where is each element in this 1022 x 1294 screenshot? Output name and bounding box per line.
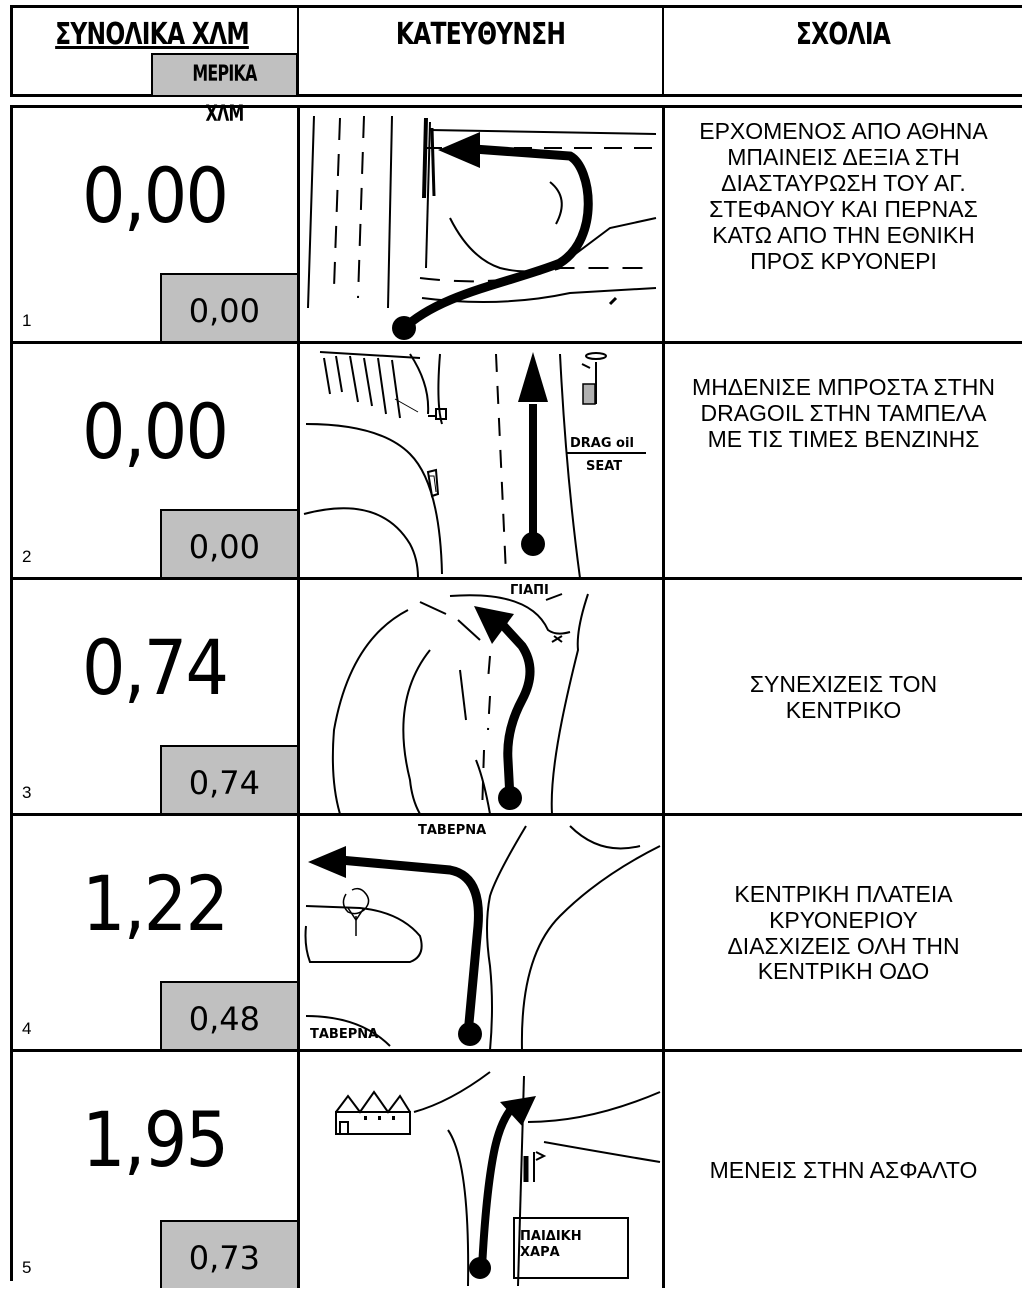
tulip-diagram [307, 115, 657, 340]
tulip-diagram: ΤΑΒΕΡΝΑ ΤΑΒΕΡΝΑ [304, 823, 661, 1049]
direction-diagram [297, 108, 662, 341]
comment-cell: ΜΕΝΕΙΣ ΣΤΗΝ ΑΣΦΑΛΤΟ [662, 1052, 1022, 1288]
row-index: 2 [22, 547, 32, 566]
direction-diagram: ΓΙΑΠΙ [297, 580, 662, 813]
comment-cell: ΣΥΝΕΧΙΖΕΙΣ ΤΟΝ ΚΕΝΤΡΙΚΟ [662, 580, 1022, 813]
map-label: ΤΑΒΕΡΝΑ [418, 823, 486, 838]
partial-km-value: 0,48 [160, 981, 300, 1049]
row-index: 5 [22, 1258, 32, 1277]
distance-cell: 1,95 0,73 5 [13, 1052, 300, 1288]
partial-km-value: 0,00 [160, 509, 300, 577]
total-km-value: 1,95 [82, 1095, 229, 1184]
tulip-diagram: DRAG oil SEAT [303, 351, 646, 577]
tulip-diagram: ΓΙΑΠΙ [331, 583, 589, 813]
roadbook-table: 0,00 0,00 1 [10, 105, 1022, 1288]
map-label: DRAG oil [570, 436, 634, 451]
header-direction: ΚΑΤΕΥΘΥΝΣΗ [297, 8, 662, 94]
partial-km-value: 0,00 [160, 273, 300, 341]
table-row: 0,00 0,00 2 [13, 344, 1022, 580]
total-km-value: 0,00 [82, 151, 229, 240]
comment-cell: ΜΗΔΕΝΙΣΕ ΜΠΡΟΣΤΑ ΣΤΗΝ DRAGOIL ΣΤΗΝ ΤΑΜΠΕ… [662, 344, 1022, 577]
comment-cell: ΚΕΝΤΡΙΚΗ ΠΛΑΤΕΙΑ ΚΡΥΟΝΕΡΙΟΥ ΔΙΑΣΧΙΖΕΙΣ Ο… [662, 816, 1022, 1049]
total-km-value: 0,00 [82, 387, 229, 476]
distance-cell: 0,00 0,00 1 [13, 108, 300, 341]
roadbook-header: ΣΥΝΟΛΙΚΑ ΧΛΜ ΜΕΡΙΚΑ ΧΛΜ ΚΑΤΕΥΘΥΝΣΗ ΣΧΟΛΙ… [10, 5, 1022, 127]
row-index: 3 [22, 783, 32, 802]
map-label: ΓΙΑΠΙ [510, 583, 549, 598]
direction-diagram: ΤΑΒΕΡΝΑ ΤΑΒΕΡΝΑ [297, 816, 662, 1049]
header-total-km: ΣΥΝΟΛΙΚΑ ΧΛΜ ΜΕΡΙΚΑ ΧΛΜ [13, 8, 299, 127]
map-label: ΠΑΙΔΙΚΗ [520, 1229, 582, 1244]
total-km-value: 0,74 [82, 623, 229, 712]
distance-cell: 0,00 0,00 2 [13, 344, 300, 577]
map-label: SEAT [586, 459, 622, 474]
header-comments: ΣΧΟΛΙΑ [662, 8, 1022, 94]
direction-diagram: ΠΑΙΔΙΚΗ ΧΑΡΑ [297, 1052, 662, 1288]
distance-cell: 0,74 0,74 3 [13, 580, 300, 813]
comment-text: ΜΕΝΕΙΣ ΣΤΗΝ ΑΣΦΑΛΤΟ [709, 1157, 978, 1183]
table-row: 0,00 0,00 1 [13, 108, 1022, 344]
total-km-value: 1,22 [82, 859, 229, 948]
comment-text: ΕΡΧΟΜΕΝΟΣ ΑΠΟ ΑΘΗΝΑ ΜΠΑΙΝΕΙΣ ΔΕΞΙΑ ΣΤΗ Δ… [699, 118, 988, 274]
direction-diagram: DRAG oil SEAT [297, 344, 662, 577]
total-km-title: ΣΥΝΟΛΙΚΑ ΧΛΜ [55, 17, 249, 52]
comment-cell: ΕΡΧΟΜΕΝΟΣ ΑΠΟ ΑΘΗΝΑ ΜΠΑΙΝΕΙΣ ΔΕΞΙΑ ΣΤΗ Δ… [662, 108, 1022, 341]
map-label: ΧΑΡΑ [520, 1245, 560, 1260]
partial-km-value: 0,74 [160, 745, 300, 813]
partial-km-value: 0,73 [160, 1220, 300, 1288]
direction-title: ΚΑΤΕΥΘΥΝΣΗ [395, 17, 566, 52]
comment-text: ΚΕΝΤΡΙΚΗ ΠΛΑΤΕΙΑ ΚΡΥΟΝΕΡΙΟΥ ΔΙΑΣΧΙΖΕΙΣ Ο… [727, 880, 960, 985]
comment-text: ΣΥΝΕΧΙΖΕΙΣ ΤΟΝ ΚΕΝΤΡΙΚΟ [749, 670, 938, 723]
map-label: ΤΑΒΕΡΝΑ [310, 1027, 378, 1042]
comments-title: ΣΧΟΛΙΑ [795, 17, 891, 52]
table-row: 0,74 0,74 3 [13, 580, 1022, 816]
row-index: 1 [22, 311, 32, 330]
table-row: 1,95 0,73 5 [13, 1052, 1022, 1288]
comment-text: ΜΗΔΕΝΙΣΕ ΜΠΡΟΣΤΑ ΣΤΗΝ DRAGOIL ΣΤΗΝ ΤΑΜΠΕ… [692, 374, 995, 452]
tulip-diagram: ΠΑΙΔΙΚΗ ΧΑΡΑ [335, 1071, 661, 1287]
partial-km-title-box: ΜΕΡΙΚΑ ΧΛΜ [151, 53, 299, 127]
table-row: 1,22 0,48 4 [13, 816, 1022, 1052]
distance-cell: 1,22 0,48 4 [13, 816, 300, 1049]
row-index: 4 [22, 1019, 32, 1038]
